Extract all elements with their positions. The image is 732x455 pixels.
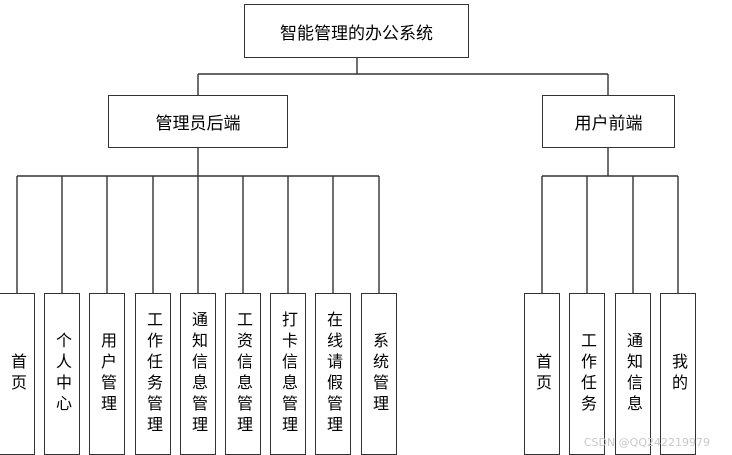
admin-leaf-salary-management: 工资信息管理 [225, 293, 261, 455]
leaf-label: 在线请假管理 [324, 311, 343, 437]
admin-leaf-task-management: 工作任务管理 [135, 293, 171, 455]
user-frontend-node: 用户前端 [542, 95, 675, 148]
leaf-label: 工作任务 [578, 332, 597, 416]
admin-leaf-personal-center: 个人中心 [44, 293, 80, 455]
leaf-label: 打卡信息管理 [279, 311, 298, 437]
admin-leaf-user-management: 用户管理 [89, 293, 125, 455]
leaf-label: 系统管理 [370, 332, 389, 416]
admin-leaf-home: 首页 [0, 293, 35, 455]
leaf-label: 通知信息管理 [189, 311, 208, 437]
leaf-label: 个人中心 [53, 332, 72, 416]
leaf-label: 首页 [533, 353, 552, 395]
user-leaf-home: 首页 [524, 293, 560, 455]
watermark: CSDN @QQ242219979 [583, 436, 710, 449]
user-frontend-label: 用户前端 [574, 114, 643, 134]
admin-leaf-leave-management: 在线请假管理 [315, 293, 351, 455]
user-leaf-tasks: 工作任务 [569, 293, 605, 455]
root-node: 智能管理的办公系统 [244, 4, 469, 58]
leaf-label: 首页 [8, 353, 27, 395]
leaf-label: 我的 [669, 353, 688, 395]
leaf-label: 通知信息 [624, 332, 643, 416]
user-leaf-notices: 通知信息 [615, 293, 651, 455]
user-leaf-mine: 我的 [660, 293, 696, 455]
admin-leaf-system-management: 系统管理 [361, 293, 397, 455]
leaf-label: 工资信息管理 [234, 311, 253, 437]
admin-backend-label: 管理员后端 [155, 114, 241, 134]
admin-leaf-notice-management: 通知信息管理 [180, 293, 216, 455]
admin-leaf-clockin-management: 打卡信息管理 [270, 293, 306, 455]
admin-backend-node: 管理员后端 [108, 95, 288, 148]
leaf-label: 工作任务管理 [144, 311, 163, 437]
leaf-label: 用户管理 [98, 332, 117, 416]
root-node-label: 智能管理的办公系统 [280, 23, 433, 44]
